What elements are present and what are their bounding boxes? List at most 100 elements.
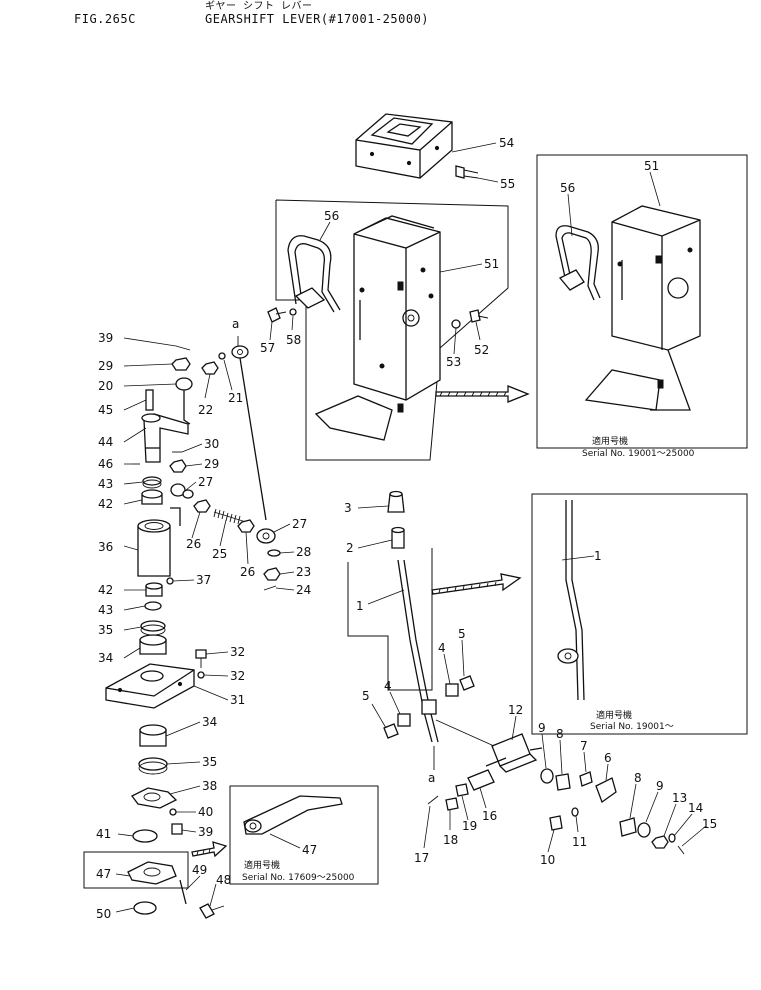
ring-41: [132, 829, 158, 843]
inset-serial-3: Serial No. 17609～25000: [242, 873, 355, 883]
clamp-47: [127, 861, 177, 885]
callout-39b: 39: [198, 825, 213, 839]
callout-31: 31: [230, 693, 245, 707]
lever-group-boundary: [347, 548, 433, 691]
callout-1-inset: 1: [594, 549, 602, 563]
reference-arrow-lower: [191, 841, 228, 858]
callout-49: 49: [192, 863, 207, 877]
clamp-38: [131, 787, 178, 809]
callout-34b: 34: [202, 715, 217, 729]
callout-43b: 43: [98, 603, 113, 617]
nut-29b: [169, 459, 187, 473]
inset-caption-jp-3: 適用号機: [244, 859, 280, 871]
rod-end-27b: [256, 528, 276, 544]
bolt-49: [179, 879, 187, 905]
callout-14: 14: [688, 801, 703, 815]
callout-35: 35: [98, 623, 113, 637]
shift-lever-1-variant: [557, 500, 585, 701]
callout-3: 3: [344, 501, 352, 515]
inset-box-clamp-variant: [83, 851, 189, 889]
bushing-8a: [555, 773, 571, 791]
bushing-8b: [619, 817, 637, 837]
callout-36: 36: [98, 540, 113, 554]
callout-4: 4: [384, 679, 392, 693]
callout-35b: 35: [202, 755, 217, 769]
bushing-4b: [445, 683, 459, 697]
callout-39: 39: [98, 331, 113, 345]
callout-27b: 27: [292, 517, 307, 531]
console-bracket-51-variant: [584, 205, 701, 411]
bearing-34b: [139, 724, 167, 747]
callout-23: 23: [296, 565, 311, 579]
callout-1: 1: [356, 599, 364, 613]
bolt-32: [195, 649, 207, 668]
callout-15: 15: [702, 817, 717, 831]
callout-57: 57: [260, 341, 275, 355]
callout-32b: 32: [230, 669, 245, 683]
bolt-57: [267, 307, 287, 323]
cotter-pin-39: [175, 345, 191, 351]
callout-54: 54: [499, 136, 514, 150]
seal-43: [142, 476, 162, 489]
knob-3: [387, 490, 405, 513]
seal-9a: [540, 768, 554, 784]
cotter-15: [677, 845, 685, 855]
callout-16: 16: [482, 809, 497, 823]
inset-serial-1: Serial No. 19001～25000: [582, 449, 695, 459]
callout-40: 40: [198, 805, 213, 819]
housing-36: [137, 507, 181, 577]
bearing-35: [140, 620, 166, 636]
callout-42: 42: [98, 497, 113, 511]
washer-11: [571, 807, 579, 817]
bolt-7: [579, 771, 593, 787]
spring-25: [213, 508, 247, 525]
callout-37: 37: [196, 573, 211, 587]
reference-arrow-upper: [435, 385, 530, 403]
callout-27: 27: [198, 475, 213, 489]
rod-end-27a: [170, 483, 194, 499]
callout-56: 56: [324, 209, 339, 223]
reference-arrow-middle: [431, 573, 522, 595]
joint-20: [175, 377, 193, 425]
callout-13: 13: [672, 791, 687, 805]
bolt-55: [455, 165, 479, 179]
lever-arm-47: [243, 795, 343, 835]
point-a-upper: a: [232, 317, 239, 331]
callout-12: 12: [508, 703, 523, 717]
callout-38: 38: [202, 779, 217, 793]
washer-32: [197, 671, 205, 679]
nut-5b: [459, 675, 475, 691]
callout-20: 20: [98, 379, 113, 393]
bushing-42: [141, 489, 163, 505]
washer-28: [267, 549, 281, 557]
callout-50: 50: [96, 907, 111, 921]
inset-caption-jp-2: 適用号機: [596, 709, 632, 721]
callout-42b: 42: [98, 583, 113, 597]
callout-5b: 5: [458, 627, 466, 641]
callout-4b: 4: [438, 641, 446, 655]
washer-58: [289, 308, 297, 316]
callout-46: 46: [98, 457, 113, 471]
callout-51-inset: 51: [644, 159, 659, 173]
ring-50: [133, 901, 157, 915]
washer-53: [451, 319, 461, 329]
pin-17: [427, 795, 439, 805]
callout-51: 51: [484, 257, 499, 271]
callout-9: 9: [538, 721, 546, 735]
seal-43b: [144, 601, 162, 611]
callout-11: 11: [572, 835, 587, 849]
bolt-19: [455, 783, 469, 797]
inset-box-lever-variant: [531, 493, 748, 735]
callout-52: 52: [474, 343, 489, 357]
rod-end-27-upper: [231, 345, 249, 359]
bolt-48: [199, 903, 225, 919]
callout-26: 26: [186, 537, 201, 551]
pin-45: [145, 389, 154, 411]
callout-41: 41: [96, 827, 111, 841]
callout-8: 8: [556, 727, 564, 741]
callout-labels: 54 55 56 51 57 58 53 52 56 51 39 29 20 4…: [96, 136, 717, 921]
callout-47: 47: [96, 867, 111, 881]
assembly-boundary: [275, 199, 509, 461]
inset-serial-2: Serial No. 19001～: [590, 722, 674, 732]
